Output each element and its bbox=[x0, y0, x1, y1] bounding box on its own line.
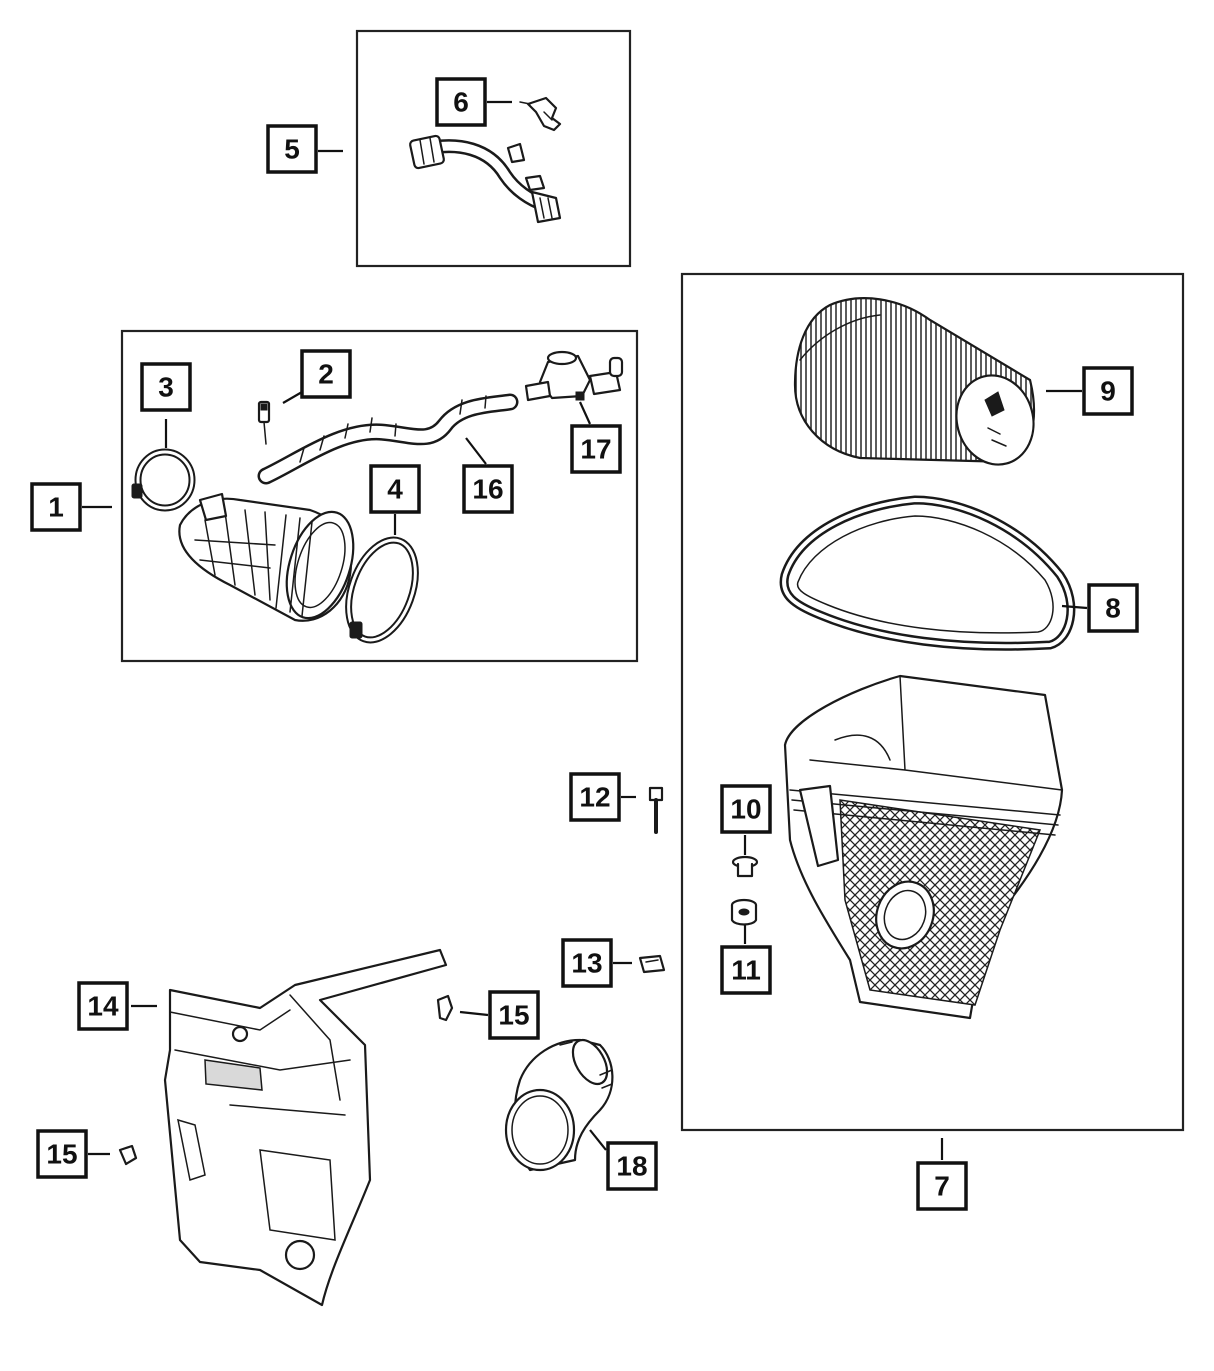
callout-3[interactable]: 3 bbox=[140, 362, 192, 412]
callout-7[interactable]: 7 bbox=[916, 1161, 968, 1211]
callout-13[interactable]: 13 bbox=[561, 938, 613, 988]
group-frame-7 bbox=[680, 272, 1185, 1132]
part-1-inlet-tube bbox=[178, 492, 355, 622]
callout-5[interactable]: 5 bbox=[266, 124, 318, 174]
callout-2[interactable]: 2 bbox=[300, 349, 352, 399]
part-15-fastener-lower bbox=[118, 1144, 138, 1166]
callout-16[interactable]: 16 bbox=[462, 464, 514, 514]
part-12-bolt bbox=[648, 786, 664, 834]
part-9-air-filter bbox=[793, 297, 1035, 466]
callout-10[interactable]: 10 bbox=[720, 784, 772, 834]
callout-16-label: 16 bbox=[472, 474, 503, 505]
callout-10-label: 10 bbox=[730, 794, 761, 825]
part-15-fastener-upper bbox=[436, 994, 454, 1022]
group-frame-1 bbox=[120, 329, 639, 663]
callout-6[interactable]: 6 bbox=[435, 77, 487, 127]
callout-15-lower[interactable]: 15 bbox=[36, 1129, 88, 1179]
callout-5-label: 5 bbox=[284, 134, 300, 165]
callout-9-label: 9 bbox=[1100, 376, 1116, 407]
callout-12[interactable]: 12 bbox=[569, 772, 621, 822]
callout-15-upper[interactable]: 15 bbox=[488, 990, 540, 1040]
callout-8-label: 8 bbox=[1105, 593, 1121, 624]
part-7-airbox bbox=[783, 674, 1064, 1020]
callout-6-label: 6 bbox=[453, 87, 469, 118]
callout-13-label: 13 bbox=[571, 948, 602, 979]
part-8-seal bbox=[779, 495, 1076, 651]
callout-17-label: 17 bbox=[580, 434, 611, 465]
part-5-hose-assembly bbox=[409, 134, 562, 224]
callout-9[interactable]: 9 bbox=[1082, 366, 1134, 416]
callout-14-label: 14 bbox=[87, 991, 119, 1022]
callout-12-label: 12 bbox=[579, 782, 610, 813]
callout-2-label: 2 bbox=[318, 359, 334, 390]
callout-8[interactable]: 8 bbox=[1087, 583, 1139, 633]
callout-15-upper-label: 15 bbox=[498, 1000, 529, 1031]
part-16-vent-hose bbox=[257, 393, 519, 485]
callout-4-label: 4 bbox=[387, 474, 403, 505]
part-10-grommet bbox=[731, 855, 759, 878]
part-3-clamp bbox=[131, 448, 196, 512]
part-2-sensor bbox=[257, 400, 271, 445]
leader-lines bbox=[82, 100, 1088, 1160]
callout-4[interactable]: 4 bbox=[369, 464, 421, 514]
part-18-elbow-duct bbox=[504, 1038, 614, 1172]
part-4-clamp bbox=[345, 536, 419, 644]
callout-7-label: 7 bbox=[934, 1171, 950, 1202]
part-6-sensor bbox=[519, 96, 562, 132]
part-13-clip bbox=[638, 954, 666, 974]
callout-1-label: 1 bbox=[48, 492, 64, 523]
callout-11[interactable]: 11 bbox=[720, 945, 772, 995]
callout-14[interactable]: 14 bbox=[77, 981, 129, 1031]
group-frame-5 bbox=[355, 29, 632, 268]
callout-17[interactable]: 17 bbox=[570, 424, 622, 474]
callout-15-lower-label: 15 bbox=[46, 1139, 77, 1170]
callout-3-label: 3 bbox=[158, 372, 174, 403]
callout-1[interactable]: 1 bbox=[30, 482, 82, 532]
callout-18[interactable]: 18 bbox=[606, 1141, 658, 1191]
part-17-valve bbox=[524, 350, 624, 402]
callout-11-label: 11 bbox=[731, 955, 761, 986]
callout-18-label: 18 bbox=[616, 1151, 647, 1182]
part-11-isolator bbox=[730, 898, 758, 926]
part-14-shield bbox=[163, 948, 448, 1307]
